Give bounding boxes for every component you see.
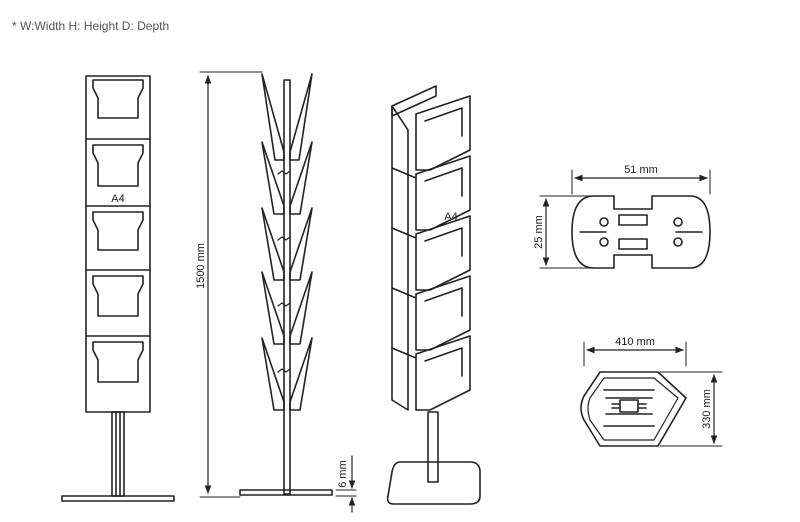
side-pocket-right (289, 337, 313, 411)
perspective-view: A4 (386, 85, 481, 505)
base-plan: 410 mm 330 mm (580, 336, 723, 447)
base-depth-label: 330 mm (701, 389, 713, 429)
base-thickness-label: 6 mm (337, 460, 349, 488)
front-pocket (85, 211, 151, 271)
front-pole (111, 411, 125, 497)
side-pocket-right (289, 271, 313, 345)
height-dimension-label: 1500 mm (195, 243, 207, 289)
front-panel (85, 75, 151, 413)
perspective-pocket (415, 275, 471, 351)
perspective-pocket (415, 335, 471, 411)
front-pocket (92, 341, 144, 383)
side-pocket-left (261, 141, 285, 215)
profile-height-label: 25 mm (533, 215, 545, 249)
profile-outline (571, 195, 711, 269)
perspective-pocket (415, 215, 471, 291)
side-pocket-left (261, 207, 285, 281)
front-view: A4 (61, 75, 175, 502)
base-width-label: 410 mm (615, 336, 655, 348)
side-pocket-left (261, 73, 285, 161)
side-pocket-right (289, 207, 313, 281)
perspective-pocket (415, 155, 471, 231)
legend-note: * W:Width H: Height D: Depth (12, 19, 170, 33)
profile-section: 51 mm 25 mm (533, 164, 711, 269)
perspective-pole (427, 411, 439, 483)
perspective-paper-size-label: A4 (444, 211, 457, 223)
side-base (239, 489, 333, 496)
profile-width-label: 51 mm (624, 164, 658, 176)
perspective-pocket (415, 95, 471, 171)
side-view: 1500 mm 6 mm (195, 71, 357, 513)
side-pocket-left (261, 271, 285, 345)
front-pocket (85, 79, 151, 140)
side-pocket-right (289, 141, 313, 215)
front-base (61, 495, 175, 502)
perspective-base (386, 461, 481, 505)
perspective-back-panel (391, 105, 409, 411)
front-paper-size-label: A4 (111, 193, 124, 205)
front-pocket (85, 275, 151, 337)
side-pocket-right (289, 73, 313, 161)
side-pole (283, 79, 291, 495)
front-pocket (85, 144, 151, 207)
base-plan-outline (580, 371, 687, 447)
side-pocket-left (261, 337, 285, 411)
